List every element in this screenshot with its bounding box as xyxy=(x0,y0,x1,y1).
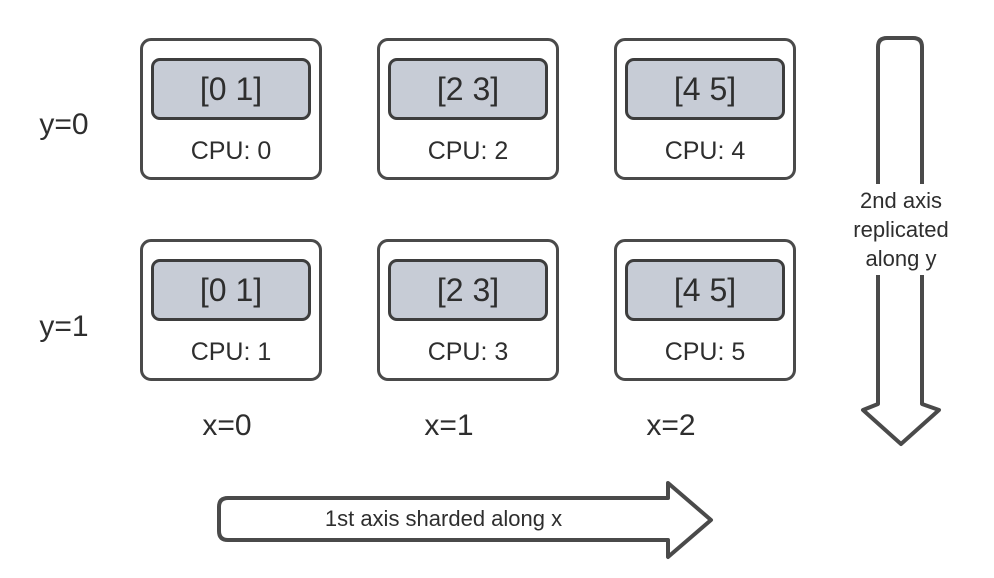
device-box-cpu5: [4 5] CPU: 5 xyxy=(614,239,796,381)
cpu-label: CPU: 3 xyxy=(427,338,509,366)
device-box-cpu3: [2 3] CPU: 3 xyxy=(377,239,559,381)
shard-chip: [0 1] xyxy=(151,58,311,120)
cpu-label: CPU: 4 xyxy=(664,137,746,165)
row-label-y1: y=1 xyxy=(39,310,89,343)
device-box-cpu1: [0 1] CPU: 1 xyxy=(140,239,322,381)
cpu-label: CPU: 0 xyxy=(190,137,272,165)
shard-chip: [4 5] xyxy=(625,259,785,321)
x-axis-arrow-label: 1st axis sharded along x xyxy=(324,506,563,531)
arrow-right-icon xyxy=(217,481,713,559)
device-box-cpu4: [4 5] CPU: 4 xyxy=(614,38,796,180)
shard-chip: [2 3] xyxy=(388,259,548,321)
shard-chip: [2 3] xyxy=(388,58,548,120)
col-label-x2: x=2 xyxy=(646,409,696,442)
device-box-cpu2: [2 3] CPU: 2 xyxy=(377,38,559,180)
y-axis-arrow-label: 2nd axis replicated along y xyxy=(845,184,957,275)
shard-chip: [0 1] xyxy=(151,259,311,321)
col-label-x1: x=1 xyxy=(424,409,474,442)
row-label-y0: y=0 xyxy=(39,108,89,141)
cpu-label: CPU: 2 xyxy=(427,137,509,165)
col-label-x0: x=0 xyxy=(202,409,252,442)
cpu-label: CPU: 5 xyxy=(664,338,746,366)
device-box-cpu0: [0 1] CPU: 0 xyxy=(140,38,322,180)
cpu-label: CPU: 1 xyxy=(190,338,272,366)
shard-chip: [4 5] xyxy=(625,58,785,120)
